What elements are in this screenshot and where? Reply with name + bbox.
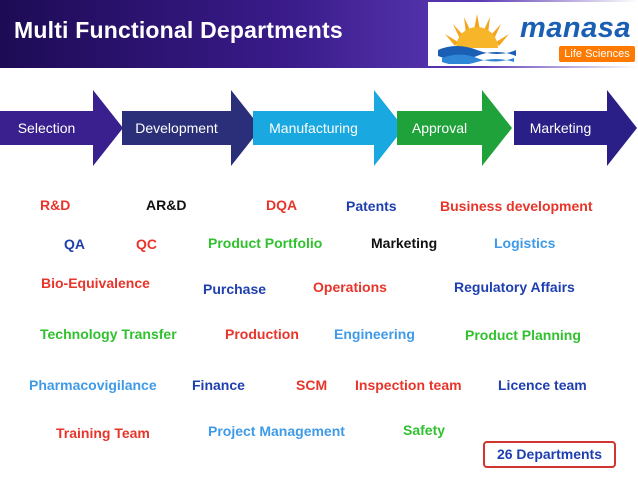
logo-subtitle: Life Sciences — [559, 46, 635, 62]
dept-product-planning: Product Planning — [465, 327, 581, 343]
dept-patents: Patents — [346, 198, 397, 214]
dept-production: Production — [225, 326, 299, 342]
stage-selection: Selection — [17, 120, 76, 136]
arrow-manufacturing — [253, 90, 404, 166]
dept-qa: QA — [64, 236, 85, 252]
dept-finance: Finance — [192, 377, 245, 393]
process-pipeline: Selection Development Manufacturing Appr… — [0, 88, 638, 168]
dept-licence-team: Licence team — [498, 377, 587, 393]
arrow-selection — [0, 90, 123, 166]
header-banner: Multi Functional Departments manasa Life… — [0, 0, 638, 68]
stage-marketing: Marketing — [529, 120, 592, 136]
dept-operations: Operations — [313, 279, 387, 295]
dept-project-management: Project Management — [208, 423, 345, 439]
company-logo: manasa Life Sciences — [428, 2, 638, 66]
dept-technology-transfer: Technology Transfer — [40, 326, 177, 342]
dept-inspection-team: Inspection team — [355, 377, 462, 393]
logo-wordmark: manasa — [520, 12, 632, 44]
dept-purchase: Purchase — [203, 281, 267, 297]
stage-manufacturing: Manufacturing — [269, 120, 358, 136]
stage-development: Development — [135, 120, 218, 136]
dept-pharmacovigilance: Pharmacovigilance — [29, 377, 157, 393]
dept-bio-equivalence: Bio-Equivalence — [41, 275, 150, 291]
dept-engineering: Engineering — [334, 326, 415, 342]
sun-logo-icon — [438, 14, 516, 64]
dept-marketing: Marketing — [371, 235, 438, 251]
arrow-approval — [397, 90, 512, 166]
stage-approval: Approval — [411, 120, 468, 136]
pipeline-arrows — [0, 90, 637, 166]
dept-rnd: R&D — [40, 197, 71, 213]
dept-scm: SCM — [296, 377, 328, 393]
dept-safety: Safety — [403, 422, 446, 438]
dept-logistics: Logistics — [494, 235, 556, 251]
dept-regulatory-affairs: Regulatory Affairs — [454, 279, 575, 295]
arrow-marketing — [514, 90, 637, 166]
page-title: Multi Functional Departments — [14, 17, 343, 43]
dept-product-portfolio: Product Portfolio — [208, 235, 323, 251]
dept-ard: AR&D — [146, 197, 187, 213]
department-count-badge: 26 Departments — [483, 441, 616, 468]
dept-business-development: Business development — [440, 198, 593, 214]
dept-dqa: DQA — [266, 197, 298, 213]
arrow-development — [122, 90, 261, 166]
dept-qc: QC — [136, 236, 157, 252]
dept-training-team: Training Team — [56, 425, 150, 441]
